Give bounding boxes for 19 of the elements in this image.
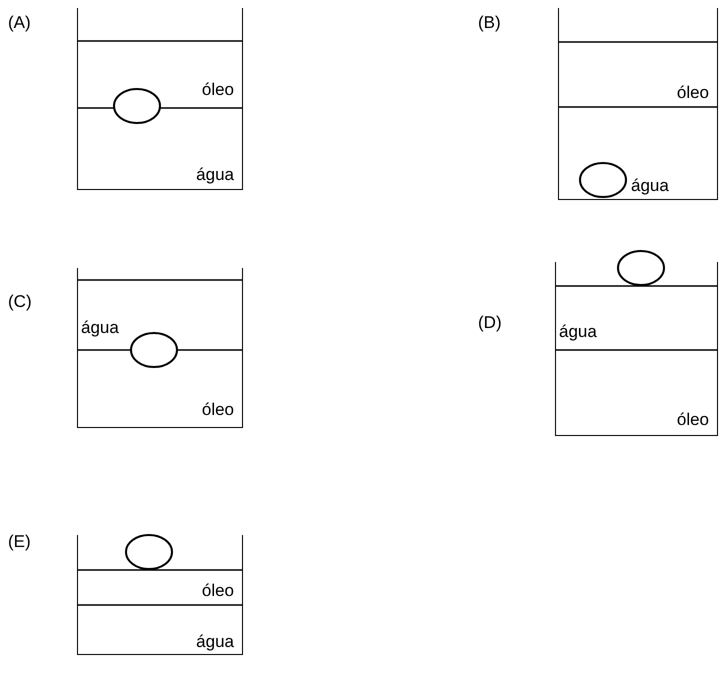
liquid-label: água — [81, 318, 119, 338]
liquid-label: água — [559, 322, 597, 342]
option-label: (D) — [478, 313, 502, 333]
liquid-label: óleo — [676, 83, 709, 103]
option-label: (E) — [8, 532, 31, 552]
liquid-label: óleo — [202, 581, 234, 601]
liquid-label: óleo — [202, 80, 234, 100]
beaker — [77, 268, 243, 428]
option-label: (C) — [8, 292, 32, 312]
beaker — [77, 535, 243, 655]
option-label: (A) — [8, 13, 31, 33]
liquid-label: água — [631, 176, 669, 196]
option-label: (B) — [478, 13, 501, 33]
beaker — [77, 8, 243, 190]
liquid-label: água — [196, 165, 234, 185]
liquid-label: óleo — [676, 410, 709, 430]
liquid-label: óleo — [202, 400, 234, 420]
liquid-label: água — [196, 632, 234, 652]
beaker — [558, 8, 718, 200]
